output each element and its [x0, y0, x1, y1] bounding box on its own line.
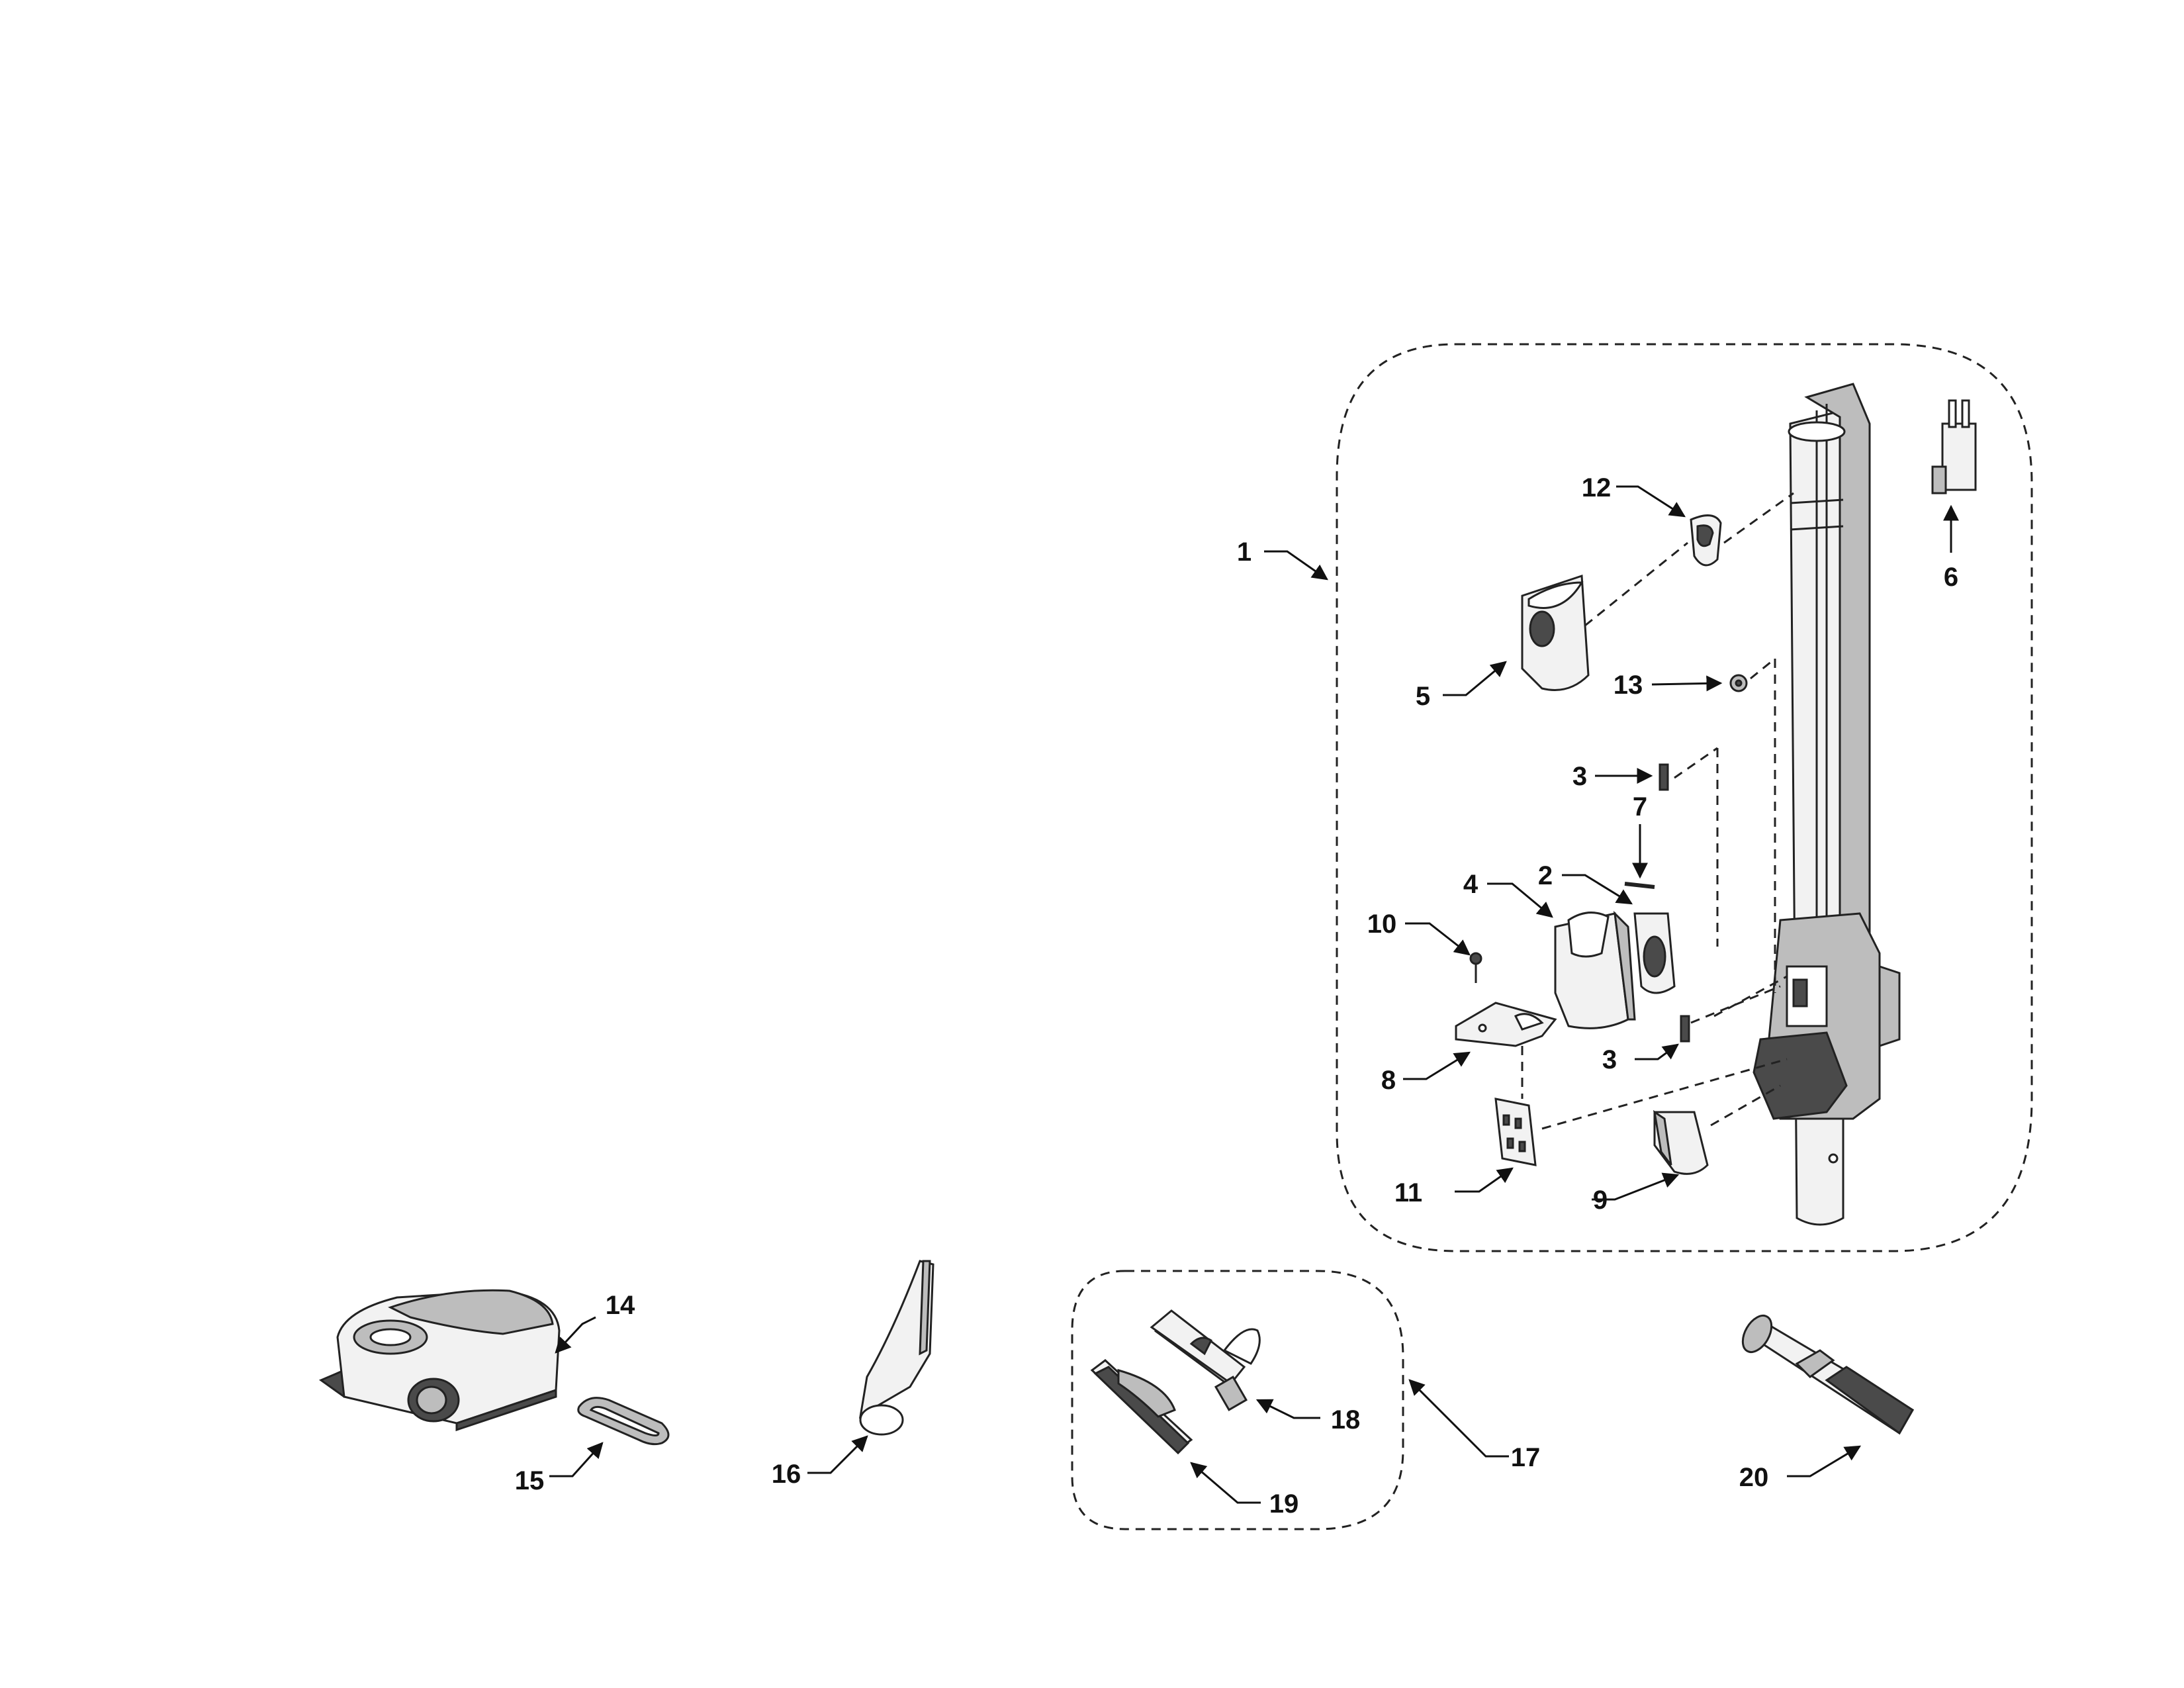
label-part-19: 19 [1269, 1489, 1299, 1519]
label-part-16: 16 [772, 1460, 801, 1489]
label-part-12: 12 [1582, 473, 1612, 502]
part-7-pin [1624, 882, 1655, 889]
label-part-9: 9 [1593, 1186, 1608, 1215]
part-11-circuit-board [1494, 1098, 1537, 1166]
part-9-lower-cover [1653, 1109, 1709, 1175]
part-15-belt [577, 1397, 670, 1446]
part-12-button [1690, 514, 1722, 567]
label-part-17: 17 [1511, 1443, 1541, 1472]
part-3-spring-lower [1680, 1015, 1690, 1043]
part-19-upholstery-brush [1090, 1359, 1193, 1455]
label-part-14: 14 [606, 1291, 635, 1320]
label-part-7: 7 [1633, 792, 1647, 821]
kit-17-boundary [1071, 1270, 1404, 1530]
part-13-screw [1729, 674, 1748, 692]
label-part-6: 6 [1944, 563, 1958, 592]
wand-tube [1752, 383, 1901, 1226]
part-10-screw [1469, 952, 1482, 983]
callout-labels: 1 12 6 5 13 3 7 2 4 10 8 3 9 11 14 15 16… [515, 473, 1958, 1519]
assembly-1-boundary [1336, 343, 2033, 1252]
part-20-pet-tool [1741, 1315, 1915, 1435]
part-8-bracket [1455, 1002, 1557, 1047]
assembly-guide-lines [1521, 492, 1794, 1130]
label-part-4: 4 [1463, 870, 1479, 899]
part-5-handle-cover [1521, 574, 1590, 691]
label-part-8: 8 [1381, 1066, 1396, 1095]
label-part-1: 1 [1237, 538, 1251, 567]
label-part-13: 13 [1614, 671, 1643, 700]
part-18-dusting-brush [1150, 1309, 1261, 1411]
part-16-crevice-tool [858, 1260, 934, 1436]
label-part-2: 2 [1538, 861, 1553, 890]
label-part-3-upper: 3 [1572, 762, 1587, 791]
label-part-11: 11 [1394, 1178, 1422, 1207]
part-4-housing [1554, 910, 1636, 1029]
label-part-15: 15 [515, 1466, 545, 1495]
label-part-18: 18 [1331, 1405, 1361, 1434]
part-14-nozzle-head [318, 1289, 561, 1432]
label-part-3-lower: 3 [1602, 1045, 1617, 1074]
part-2-latch [1633, 912, 1676, 994]
label-part-10: 10 [1367, 910, 1397, 939]
label-part-5: 5 [1416, 682, 1430, 711]
part-3-spring-upper [1659, 763, 1669, 791]
label-part-20: 20 [1739, 1463, 1769, 1492]
leader-lines [549, 485, 1959, 1504]
part-6-switch [1931, 399, 1977, 494]
